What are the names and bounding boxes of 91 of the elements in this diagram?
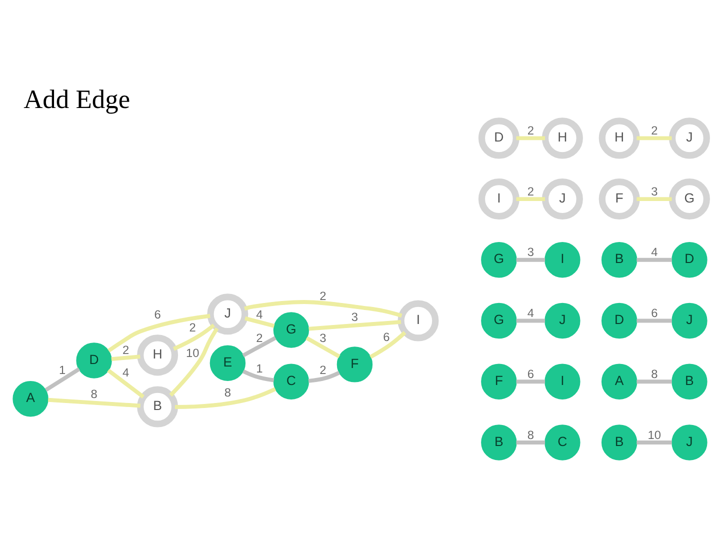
connector [242, 368, 274, 382]
edge-label: 10 [186, 345, 200, 360]
connector [111, 354, 140, 361]
edge-label: 4 [527, 306, 534, 320]
connector [308, 319, 402, 330]
connector [516, 257, 546, 262]
edge-label: 4 [256, 306, 263, 321]
edge-label: 2 [651, 122, 658, 137]
node-circle: J [672, 302, 708, 338]
edge-label: 3 [651, 184, 658, 198]
connector [636, 196, 672, 201]
edge-label: 3 [527, 244, 534, 259]
edge-label: 8 [224, 384, 231, 399]
node-circle: B [672, 363, 708, 399]
edge-label: 2 [527, 122, 534, 137]
node-circle: H [598, 117, 640, 158]
node-circle: D [601, 302, 638, 338]
node-circle: D [672, 242, 708, 278]
node-circle: G [668, 178, 710, 220]
connector [108, 313, 210, 352]
edge-label: 8 [90, 386, 98, 400]
connector [242, 336, 276, 357]
connector [636, 318, 672, 322]
connector [306, 336, 340, 358]
node-circle: I [398, 300, 439, 341]
connector [636, 257, 672, 262]
node-circle: I [544, 363, 580, 399]
connector [636, 136, 672, 140]
connector [169, 326, 219, 396]
connector [244, 300, 402, 318]
edge-label: 3 [351, 310, 358, 324]
connector [48, 397, 140, 408]
node-circle: J [542, 178, 583, 220]
edge-label: 10 [648, 427, 662, 442]
node-circle: B [601, 424, 638, 460]
node-circle: B [481, 424, 517, 460]
edge-label: 2 [527, 184, 534, 198]
edge-label: 1 [58, 362, 66, 376]
node-circle: F [481, 363, 517, 399]
connector [636, 379, 672, 384]
connector [44, 366, 80, 392]
node-circle: G [481, 302, 517, 338]
node-circle: G [481, 242, 517, 278]
connector [308, 370, 340, 382]
edge-label: 4 [122, 365, 130, 380]
connector [636, 440, 672, 444]
connector [516, 379, 546, 384]
connector [370, 330, 406, 358]
node-circle: J [207, 293, 248, 334]
edge-label: 1 [256, 361, 263, 376]
edge-label: 2 [122, 342, 130, 357]
node-circle: F [598, 178, 640, 220]
node-circle: J [544, 302, 580, 338]
edge-label: 2 [320, 362, 326, 376]
connector [516, 196, 546, 201]
edge-label: 8 [651, 366, 658, 380]
connector [516, 136, 546, 140]
node-circle: A [12, 380, 48, 416]
node-circle: J [672, 424, 708, 460]
node-circle: B [601, 242, 638, 278]
edge-label: 6 [383, 329, 390, 344]
edge-label: 6 [651, 306, 658, 320]
node-circle: I [478, 178, 520, 220]
node-circle: E [210, 344, 246, 380]
edge-label: 2 [256, 330, 263, 345]
edge-label: 4 [651, 244, 658, 259]
node-circle: D [478, 117, 520, 158]
node-circle: C [544, 424, 580, 460]
connector [107, 368, 145, 398]
node-circle: J [668, 117, 710, 158]
node-circle: D [76, 342, 112, 378]
node-circle: H [542, 117, 583, 158]
edge-label: 6 [154, 306, 161, 321]
node-circle: A [601, 363, 638, 399]
node-circle: G [273, 312, 310, 348]
connector [516, 440, 546, 444]
edge-label: 8 [527, 427, 534, 442]
edge-label: 2 [320, 288, 326, 302]
node-circle: F [336, 346, 373, 382]
node-circle: I [544, 242, 580, 278]
edge-label: 6 [527, 366, 534, 380]
node-circle: C [273, 363, 310, 399]
node-circle: H [137, 334, 178, 376]
diagram-title: Add Edge [24, 83, 130, 114]
connector [172, 323, 216, 350]
node-circle: B [137, 386, 178, 427]
edge-label: 2 [189, 320, 196, 334]
connector [516, 318, 546, 322]
connector [244, 316, 275, 328]
connector [174, 386, 276, 409]
edge-label: 3 [320, 330, 326, 345]
